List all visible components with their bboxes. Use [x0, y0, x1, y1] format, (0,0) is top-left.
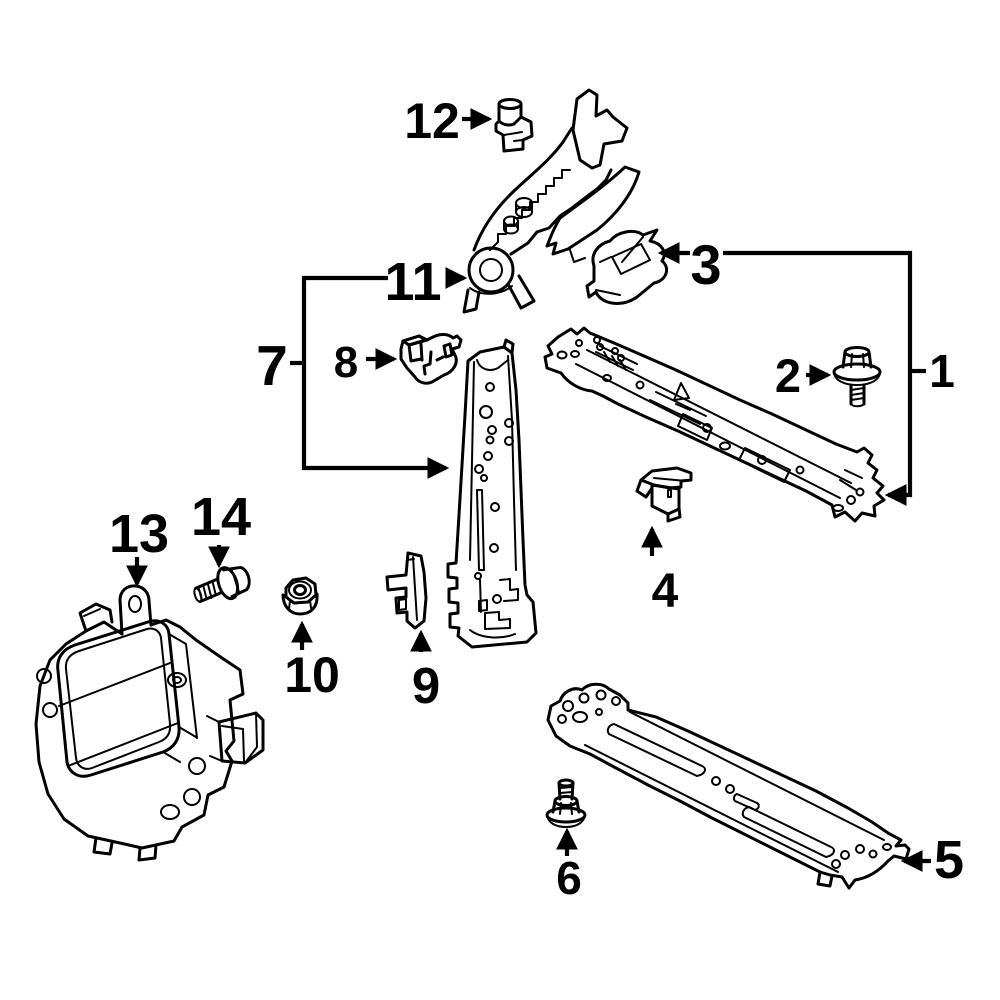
callout-label-13: 13: [109, 504, 169, 564]
callout-label-11: 11: [384, 252, 441, 312]
callout-label-3: 3: [690, 233, 721, 296]
callout-label-8: 8: [334, 338, 358, 387]
part-8-highlighted-clip-drawing: [399, 333, 463, 385]
part-2-bolt-drawing: [832, 346, 882, 408]
part-11-upper-support-bracket-drawing: [462, 88, 641, 314]
callout-label-14: 14: [191, 487, 251, 547]
callout-label-7: 7: [256, 334, 288, 398]
callout-label-10: 10: [284, 647, 340, 703]
part-5-lower-tie-bar-drawing: [546, 682, 911, 890]
callout-label-5: 5: [934, 830, 964, 890]
callout-label-4: 4: [652, 565, 679, 618]
part-1-upper-tie-bar-drawing: [543, 326, 886, 523]
callout-lines: [126, 108, 931, 872]
callout-label-9: 9: [412, 657, 440, 714]
part-9-side-bracket-drawing: [385, 551, 428, 630]
part-6-stud-bolt-drawing: [545, 778, 587, 828]
callout-labels: 1 2 3 4 5 6 7 8 9 10 11 12 13 14: [109, 93, 964, 904]
part-12-clip-drawing: [494, 98, 534, 153]
part-13-distance-sensor-drawing: [34, 584, 265, 862]
callout-label-2: 2: [775, 349, 801, 402]
callout-7-bracket-line: [301, 275, 450, 479]
part-10-flange-nut-drawing: [281, 576, 319, 616]
callout-label-6: 6: [556, 852, 582, 904]
part-7-center-brace-drawing: [446, 338, 538, 649]
part-4-bracket-drawing: [635, 466, 693, 523]
callout-label-12: 12: [404, 93, 460, 149]
part-14-sensor-bolt-drawing: [193, 565, 251, 604]
callout-1-bracket-line: [723, 250, 913, 506]
callout-label-1: 1: [929, 345, 955, 397]
part-3-support-bracket-drawing: [585, 228, 669, 305]
